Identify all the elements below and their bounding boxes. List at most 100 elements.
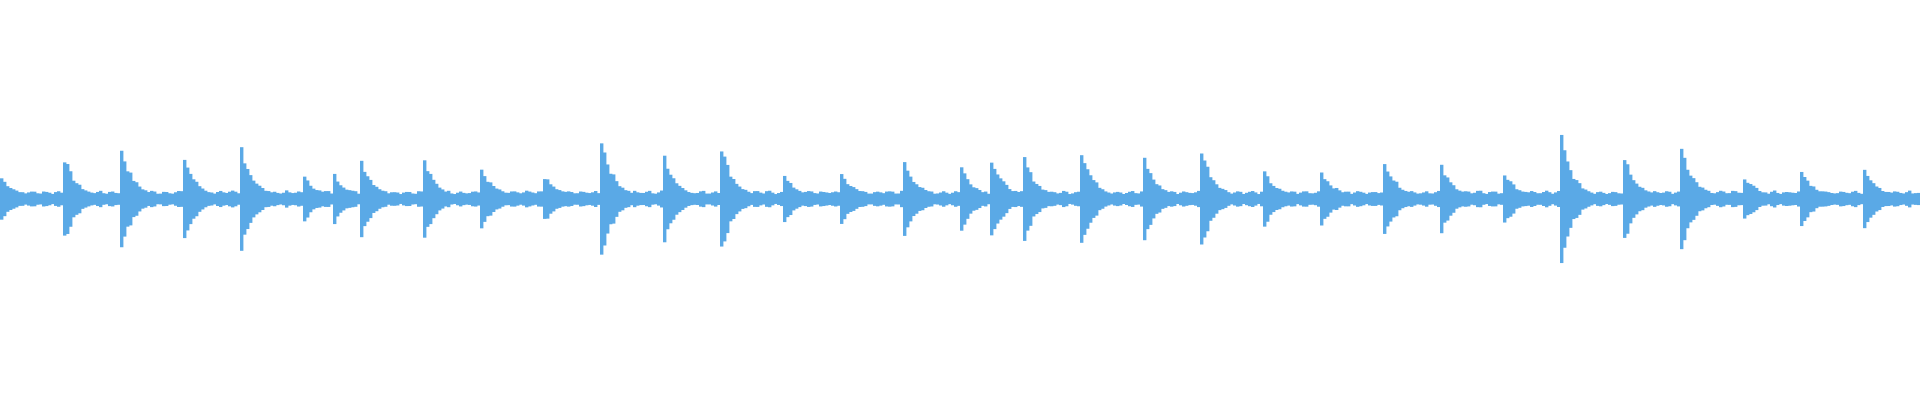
waveform-sample <box>21 192 25 206</box>
waveform-sample <box>15 190 19 208</box>
waveform-sample <box>1908 190 1912 208</box>
waveform-sample <box>549 184 553 214</box>
waveform-sample <box>1767 193 1771 205</box>
waveform-sample <box>1530 191 1534 207</box>
waveform-sample <box>801 192 805 206</box>
waveform-sample <box>201 188 205 210</box>
waveform-sample <box>1401 189 1405 209</box>
waveform-sample <box>1170 191 1174 207</box>
waveform-sample <box>1485 193 1489 205</box>
waveform-sample <box>1443 175 1447 223</box>
waveform-sample <box>129 172 133 226</box>
waveform-sample <box>1347 191 1351 207</box>
waveform-sample <box>1038 185 1042 213</box>
waveform-sample <box>1914 193 1918 205</box>
waveform-sample <box>795 189 799 209</box>
waveform-sample <box>966 179 970 219</box>
waveform-sample <box>720 151 724 247</box>
waveform-sample <box>111 191 115 207</box>
waveform-sample <box>507 192 511 206</box>
waveform-sample <box>1134 193 1138 205</box>
waveform-sample <box>1368 192 1372 206</box>
waveform-sample <box>363 171 367 227</box>
waveform-sample <box>1071 193 1075 205</box>
waveform-sample <box>1131 191 1135 207</box>
waveform-sample <box>1353 192 1357 206</box>
waveform-sample <box>144 190 148 208</box>
waveform-sample <box>1440 164 1444 234</box>
waveform-sample <box>768 190 772 208</box>
waveform-sample <box>1218 187 1222 211</box>
waveform-sample <box>1311 193 1315 205</box>
waveform-sample <box>405 191 409 207</box>
waveform-sample <box>78 184 82 214</box>
waveform-sample <box>1854 190 1858 208</box>
waveform-sample <box>840 174 844 224</box>
waveform-sample <box>1182 191 1186 207</box>
waveform-sample <box>702 190 706 208</box>
waveform-sample <box>1179 192 1183 206</box>
waveform-sample <box>1632 180 1636 218</box>
waveform-sample <box>729 176 733 222</box>
waveform-sample <box>1602 192 1606 206</box>
waveform-sample <box>1680 148 1684 250</box>
waveform-sample <box>207 192 211 206</box>
waveform-sample <box>1380 192 1384 206</box>
waveform-sample <box>609 173 613 225</box>
waveform-sample <box>1527 192 1531 206</box>
waveform-sample <box>660 190 664 208</box>
waveform-sample <box>1083 163 1087 235</box>
waveform-sample <box>705 193 709 205</box>
waveform-sample <box>657 192 661 206</box>
waveform-sample <box>1542 192 1546 206</box>
waveform-sample <box>1062 190 1066 208</box>
waveform-sample <box>1860 193 1864 205</box>
waveform-sample <box>231 190 235 208</box>
waveform-sample <box>552 186 556 212</box>
waveform-sample <box>120 150 124 248</box>
waveform-sample <box>465 193 469 205</box>
waveform-sample <box>327 191 331 207</box>
waveform-sample <box>783 175 787 223</box>
waveform-sample <box>294 192 298 206</box>
waveform-sample <box>1173 191 1177 207</box>
waveform-sample <box>1890 192 1894 206</box>
waveform-sample <box>555 189 559 209</box>
waveform-sample <box>390 192 394 206</box>
waveform-sample <box>90 192 94 206</box>
waveform-sample <box>1716 192 1720 206</box>
waveform-sample <box>189 173 193 225</box>
waveform-sample <box>663 155 667 243</box>
waveform-sample <box>174 192 178 206</box>
waveform-sample <box>222 192 226 206</box>
waveform-sample <box>261 188 265 210</box>
waveform-sample <box>1152 179 1156 219</box>
waveform-sample <box>1575 180 1579 218</box>
waveform-sample <box>1476 190 1480 208</box>
waveform-sample <box>1014 190 1018 208</box>
waveform-sample <box>606 164 610 234</box>
waveform-sample <box>1137 193 1141 205</box>
waveform-sample <box>66 164 70 234</box>
waveform-sample <box>384 191 388 207</box>
waveform-sample <box>867 193 871 205</box>
waveform-sample <box>81 189 85 209</box>
waveform-sample <box>1869 180 1873 218</box>
waveform-sample <box>375 186 379 212</box>
waveform-sample <box>1707 190 1711 208</box>
waveform-sample <box>1056 193 1060 205</box>
waveform-sample <box>480 169 484 229</box>
waveform-sample <box>639 192 643 206</box>
waveform-sample <box>972 187 976 211</box>
waveform-sample <box>978 189 982 209</box>
waveform-sample <box>1755 187 1759 211</box>
waveform-sample <box>57 191 61 207</box>
waveform-sample <box>1839 191 1843 207</box>
waveform-sample <box>1743 179 1747 219</box>
waveform-sample <box>1494 191 1498 207</box>
waveform-sample <box>477 192 481 206</box>
waveform-sample <box>1107 192 1111 206</box>
waveform-sample <box>777 193 781 205</box>
waveform-sample <box>315 190 319 208</box>
waveform-sample <box>1728 193 1732 205</box>
